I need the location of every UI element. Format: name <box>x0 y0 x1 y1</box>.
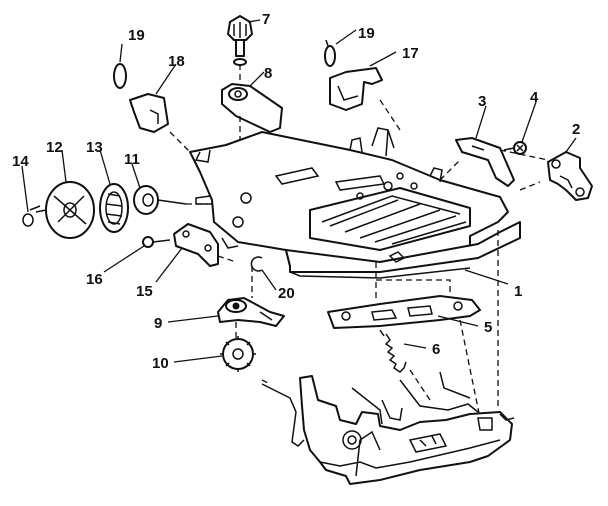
screw-part-4 <box>503 141 527 155</box>
chassis-plate <box>189 127 521 279</box>
arm-part-8 <box>221 83 283 133</box>
callout-14: 14 <box>12 153 29 170</box>
switch-part-18 <box>129 93 169 133</box>
callout-13: 13 <box>86 139 103 156</box>
callout-18: 18 <box>168 53 185 70</box>
callout-1: 1 <box>514 283 522 300</box>
callout-4: 4 <box>530 89 539 106</box>
callout-6: 6 <box>432 341 440 358</box>
callout-20: 20 <box>278 285 295 302</box>
knob-part-7 <box>227 15 253 66</box>
lamp-part-19-left <box>113 63 127 89</box>
screw-part-16 <box>142 236 171 248</box>
callout-5: 5 <box>484 319 492 336</box>
gear-part-10 <box>220 336 256 372</box>
callout-3: 3 <box>478 93 486 110</box>
plate-part-15 <box>173 223 219 267</box>
reel-part-12 <box>29 181 95 239</box>
belt-part-13 <box>99 183 129 233</box>
lever-part-9 <box>217 297 285 327</box>
callout-15: 15 <box>136 283 153 300</box>
callout-labels: 1 2 3 4 5 6 7 8 9 10 11 12 13 14 15 16 1… <box>12 11 580 372</box>
callout-17: 17 <box>402 45 419 62</box>
callout-19-left: 19 <box>128 27 145 44</box>
spring-part-6 <box>379 329 407 373</box>
bracket-part-2 <box>547 151 593 201</box>
callout-19-right: 19 <box>358 25 375 42</box>
leader-lines <box>21 19 577 363</box>
clip-part-14 <box>22 213 34 227</box>
pulley-part-11 <box>133 185 187 215</box>
callout-7: 7 <box>262 11 270 28</box>
link-bar-part-3 <box>455 137 515 187</box>
slider-part-5 <box>327 295 481 329</box>
callout-2: 2 <box>572 121 580 138</box>
assembly-lines <box>169 64 549 419</box>
callout-11: 11 <box>124 151 140 168</box>
callout-10: 10 <box>152 355 169 372</box>
lamp-part-19-right <box>324 39 336 67</box>
lower-sub-chassis <box>261 371 515 485</box>
ering-part-20 <box>250 256 263 272</box>
callout-8: 8 <box>264 65 272 82</box>
callout-9: 9 <box>154 315 162 332</box>
callout-12: 12 <box>46 139 63 156</box>
callout-16: 16 <box>86 271 103 288</box>
switch-part-17 <box>329 67 383 111</box>
